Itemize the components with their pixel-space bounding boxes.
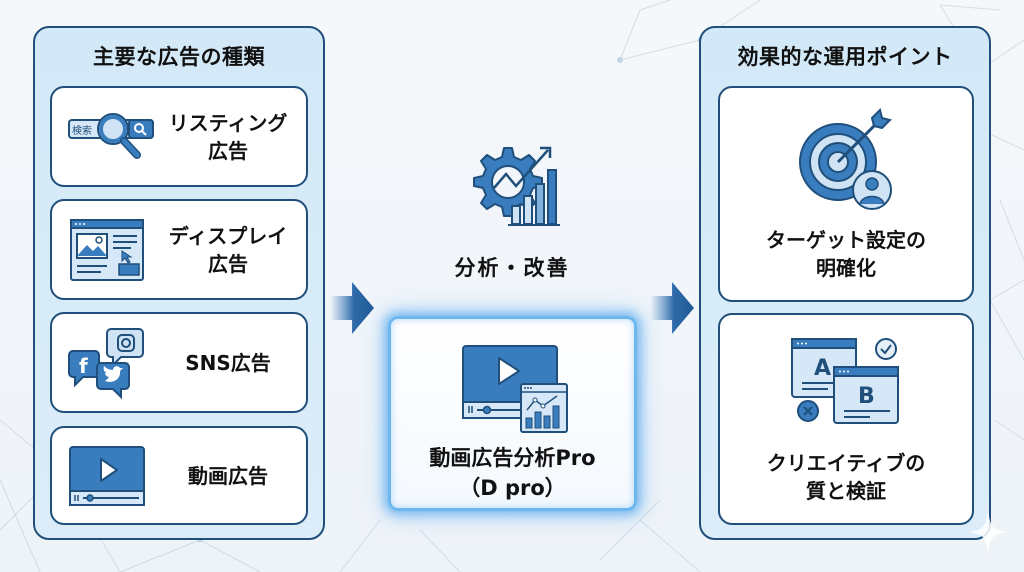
- ad-types-title: 主要な広告の種類: [93, 45, 265, 69]
- check-circle-icon: [875, 338, 897, 360]
- creative-testing-label-line1: クリエイティブの: [766, 451, 926, 475]
- search-ad-icon: 検索: [68, 112, 154, 159]
- target-user-icon: [799, 108, 892, 210]
- sns-ad-label: SNS広告: [160, 349, 296, 377]
- ad-types-panel: 主要な広告の種類 検索 リスティング 広告: [33, 26, 325, 540]
- sns-ad-label-line1: SNS広告: [185, 350, 271, 375]
- instagram-bubble-icon: [106, 327, 144, 367]
- svg-text:B: B: [858, 384, 875, 409]
- effective-operation-panel: 効果的な運用ポイント ターゲット設定の 明確化 A: [699, 26, 991, 540]
- video-ad-label-line1: 動画広告: [188, 463, 268, 488]
- sparkle-icon: [968, 510, 1008, 554]
- targeting-label-line2: 明確化: [816, 256, 876, 280]
- creative-testing-label-line2: 質と検証: [806, 479, 886, 503]
- video-ad-card: 動画広告: [50, 426, 308, 525]
- x-circle-icon: [797, 400, 819, 422]
- dpro-product-label-line2: （D pro）: [459, 476, 566, 500]
- ab-test-icon: A B: [791, 338, 899, 424]
- search-box-text: 検索: [72, 124, 92, 137]
- listing-ad-label-line2: 広告: [208, 138, 248, 163]
- window-b-icon: B: [833, 366, 899, 424]
- gear-chart-icon: [473, 146, 560, 226]
- arrow-right-icon: [650, 282, 694, 334]
- effective-operation-title: 効果的な運用ポイント: [737, 45, 953, 69]
- sns-ad-card: f SNS広告: [50, 312, 308, 413]
- twitter-bubble-icon: [96, 361, 130, 399]
- display-ad-card: ディスプレイ 広告: [50, 199, 308, 300]
- display-ad-label-line1: ディスプレイ: [168, 223, 288, 248]
- arrow-right-icon: [330, 282, 374, 334]
- targeting-card: ターゲット設定の 明確化: [718, 86, 974, 302]
- creative-testing-label: クリエイティブの 質と検証: [720, 449, 972, 505]
- dpro-product-label: 動画広告分析Pro （D pro）: [391, 443, 634, 503]
- analytics-window-icon: [520, 383, 568, 433]
- display-ad-icon: [70, 218, 144, 281]
- listing-ad-label-line1: リスティング: [168, 110, 288, 135]
- video-player-icon: [69, 445, 145, 506]
- svg-text:f: f: [79, 354, 88, 378]
- display-ad-label-line2: 広告: [208, 251, 248, 276]
- dpro-product-box[interactable]: 動画広告分析Pro （D pro）: [388, 316, 637, 511]
- social-media-icon: f: [68, 327, 144, 399]
- dpro-product-label-line1: 動画広告分析Pro: [429, 446, 596, 470]
- video-analytics-icon: [462, 345, 568, 433]
- targeting-label-line1: ターゲット設定の: [766, 228, 926, 252]
- display-ad-label: ディスプレイ 広告: [160, 222, 296, 278]
- bar-chart-icon: [508, 169, 560, 226]
- facebook-bubble-icon: f: [68, 349, 100, 387]
- svg-text:A: A: [814, 356, 831, 381]
- video-ad-label: 動画広告: [160, 462, 296, 490]
- listing-ad-label: リスティング 広告: [160, 109, 296, 165]
- listing-ad-card: 検索 リスティング 広告: [50, 86, 308, 187]
- creative-testing-card: A B クリエイティブの: [718, 313, 974, 525]
- targeting-label: ターゲット設定の 明確化: [720, 226, 972, 282]
- user-icon: [852, 170, 892, 210]
- analysis-improvement-label: 分析・改善: [454, 256, 570, 280]
